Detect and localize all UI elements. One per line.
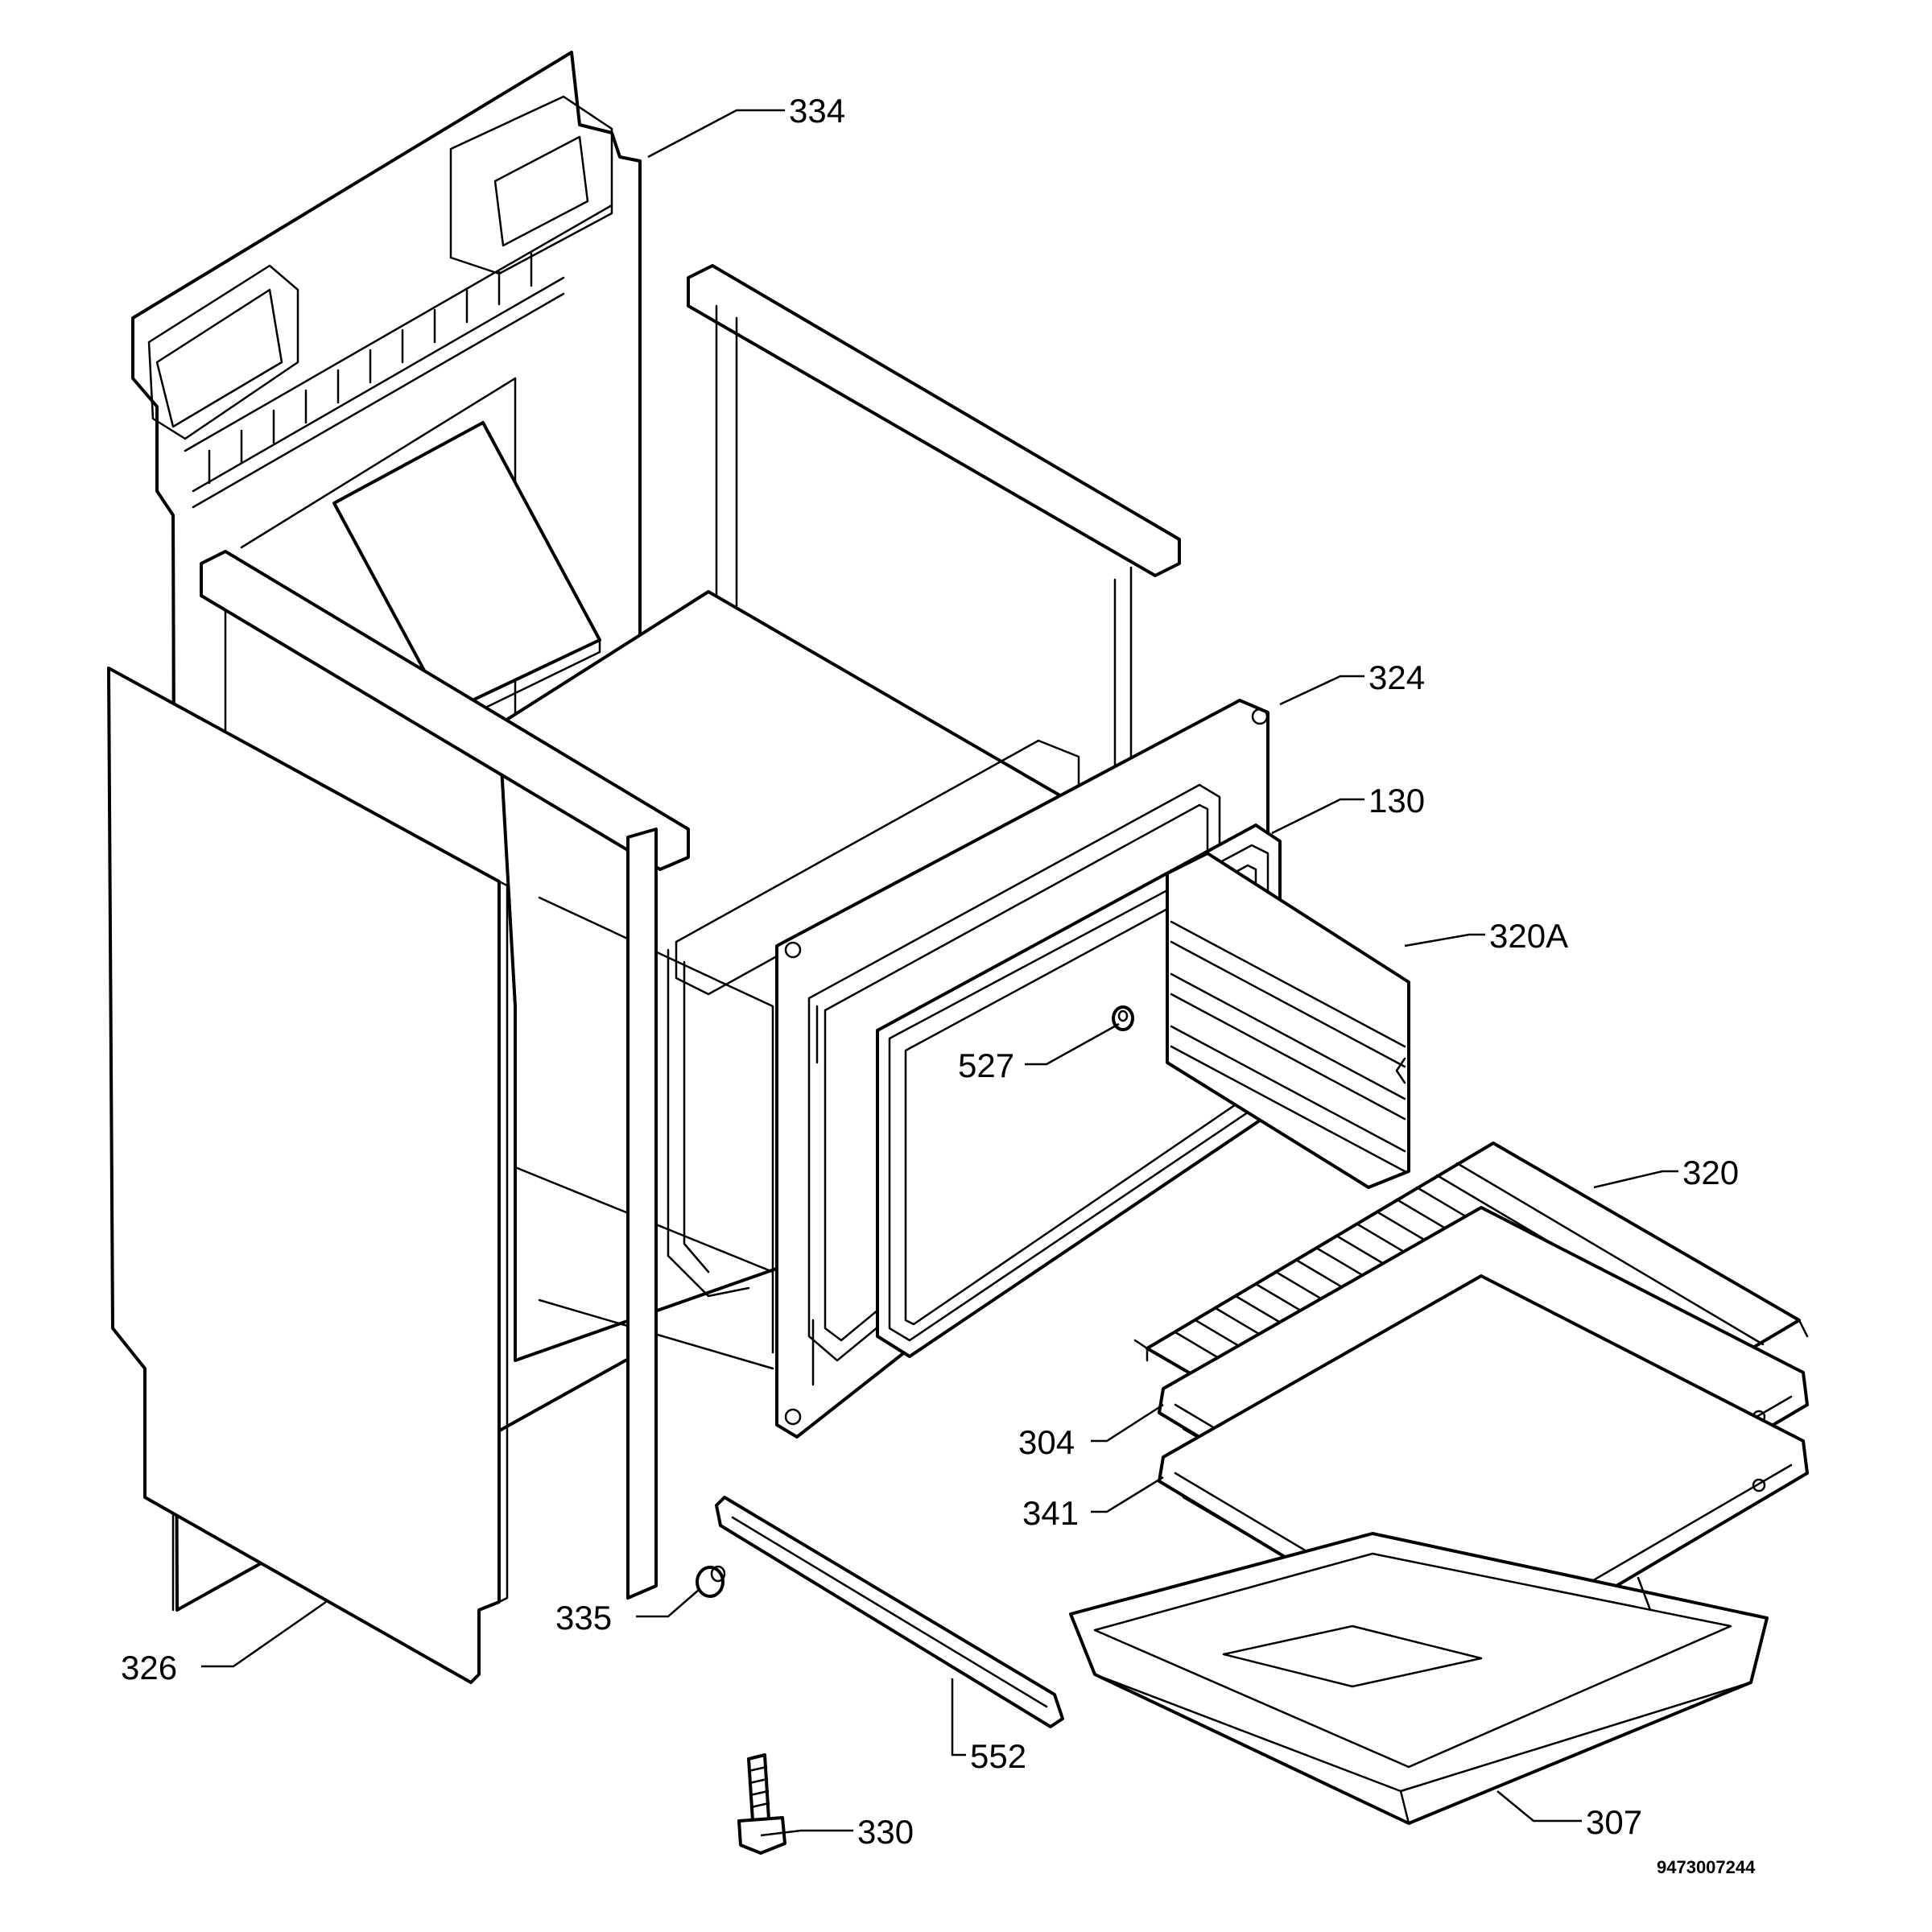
label-527: 527 (958, 1046, 1014, 1084)
label-552: 552 (970, 1737, 1026, 1775)
label-335: 335 (555, 1599, 612, 1637)
label-326: 326 (121, 1649, 177, 1686)
label-130: 130 (1368, 782, 1425, 819)
leader-lines (201, 109, 1678, 1837)
label-307: 307 (1586, 1803, 1642, 1841)
foot-screw-part-330 (737, 1753, 786, 1855)
label-330: 330 (857, 1813, 914, 1851)
label-341: 341 (1022, 1494, 1079, 1532)
drip-pan-part-307 (1069, 1532, 1769, 1825)
part-labels: 334 324 130 320A 527 320 304 341 335 326… (121, 92, 1756, 1877)
side-panel-part-326 (107, 667, 509, 1684)
left-inner-frame (200, 550, 690, 1600)
nut-part-335 (696, 1565, 726, 1598)
label-304: 304 (1018, 1423, 1075, 1461)
label-334: 334 (789, 92, 845, 130)
label-320: 320 (1682, 1154, 1739, 1191)
label-324: 324 (1368, 658, 1425, 696)
runner-rod-part-552 (715, 1496, 1064, 1728)
shelf-runner-part-320A (1166, 852, 1410, 1189)
document-number: 9473007244 (1657, 1857, 1756, 1877)
vent-slots (192, 252, 565, 509)
label-320A: 320A (1489, 917, 1568, 955)
